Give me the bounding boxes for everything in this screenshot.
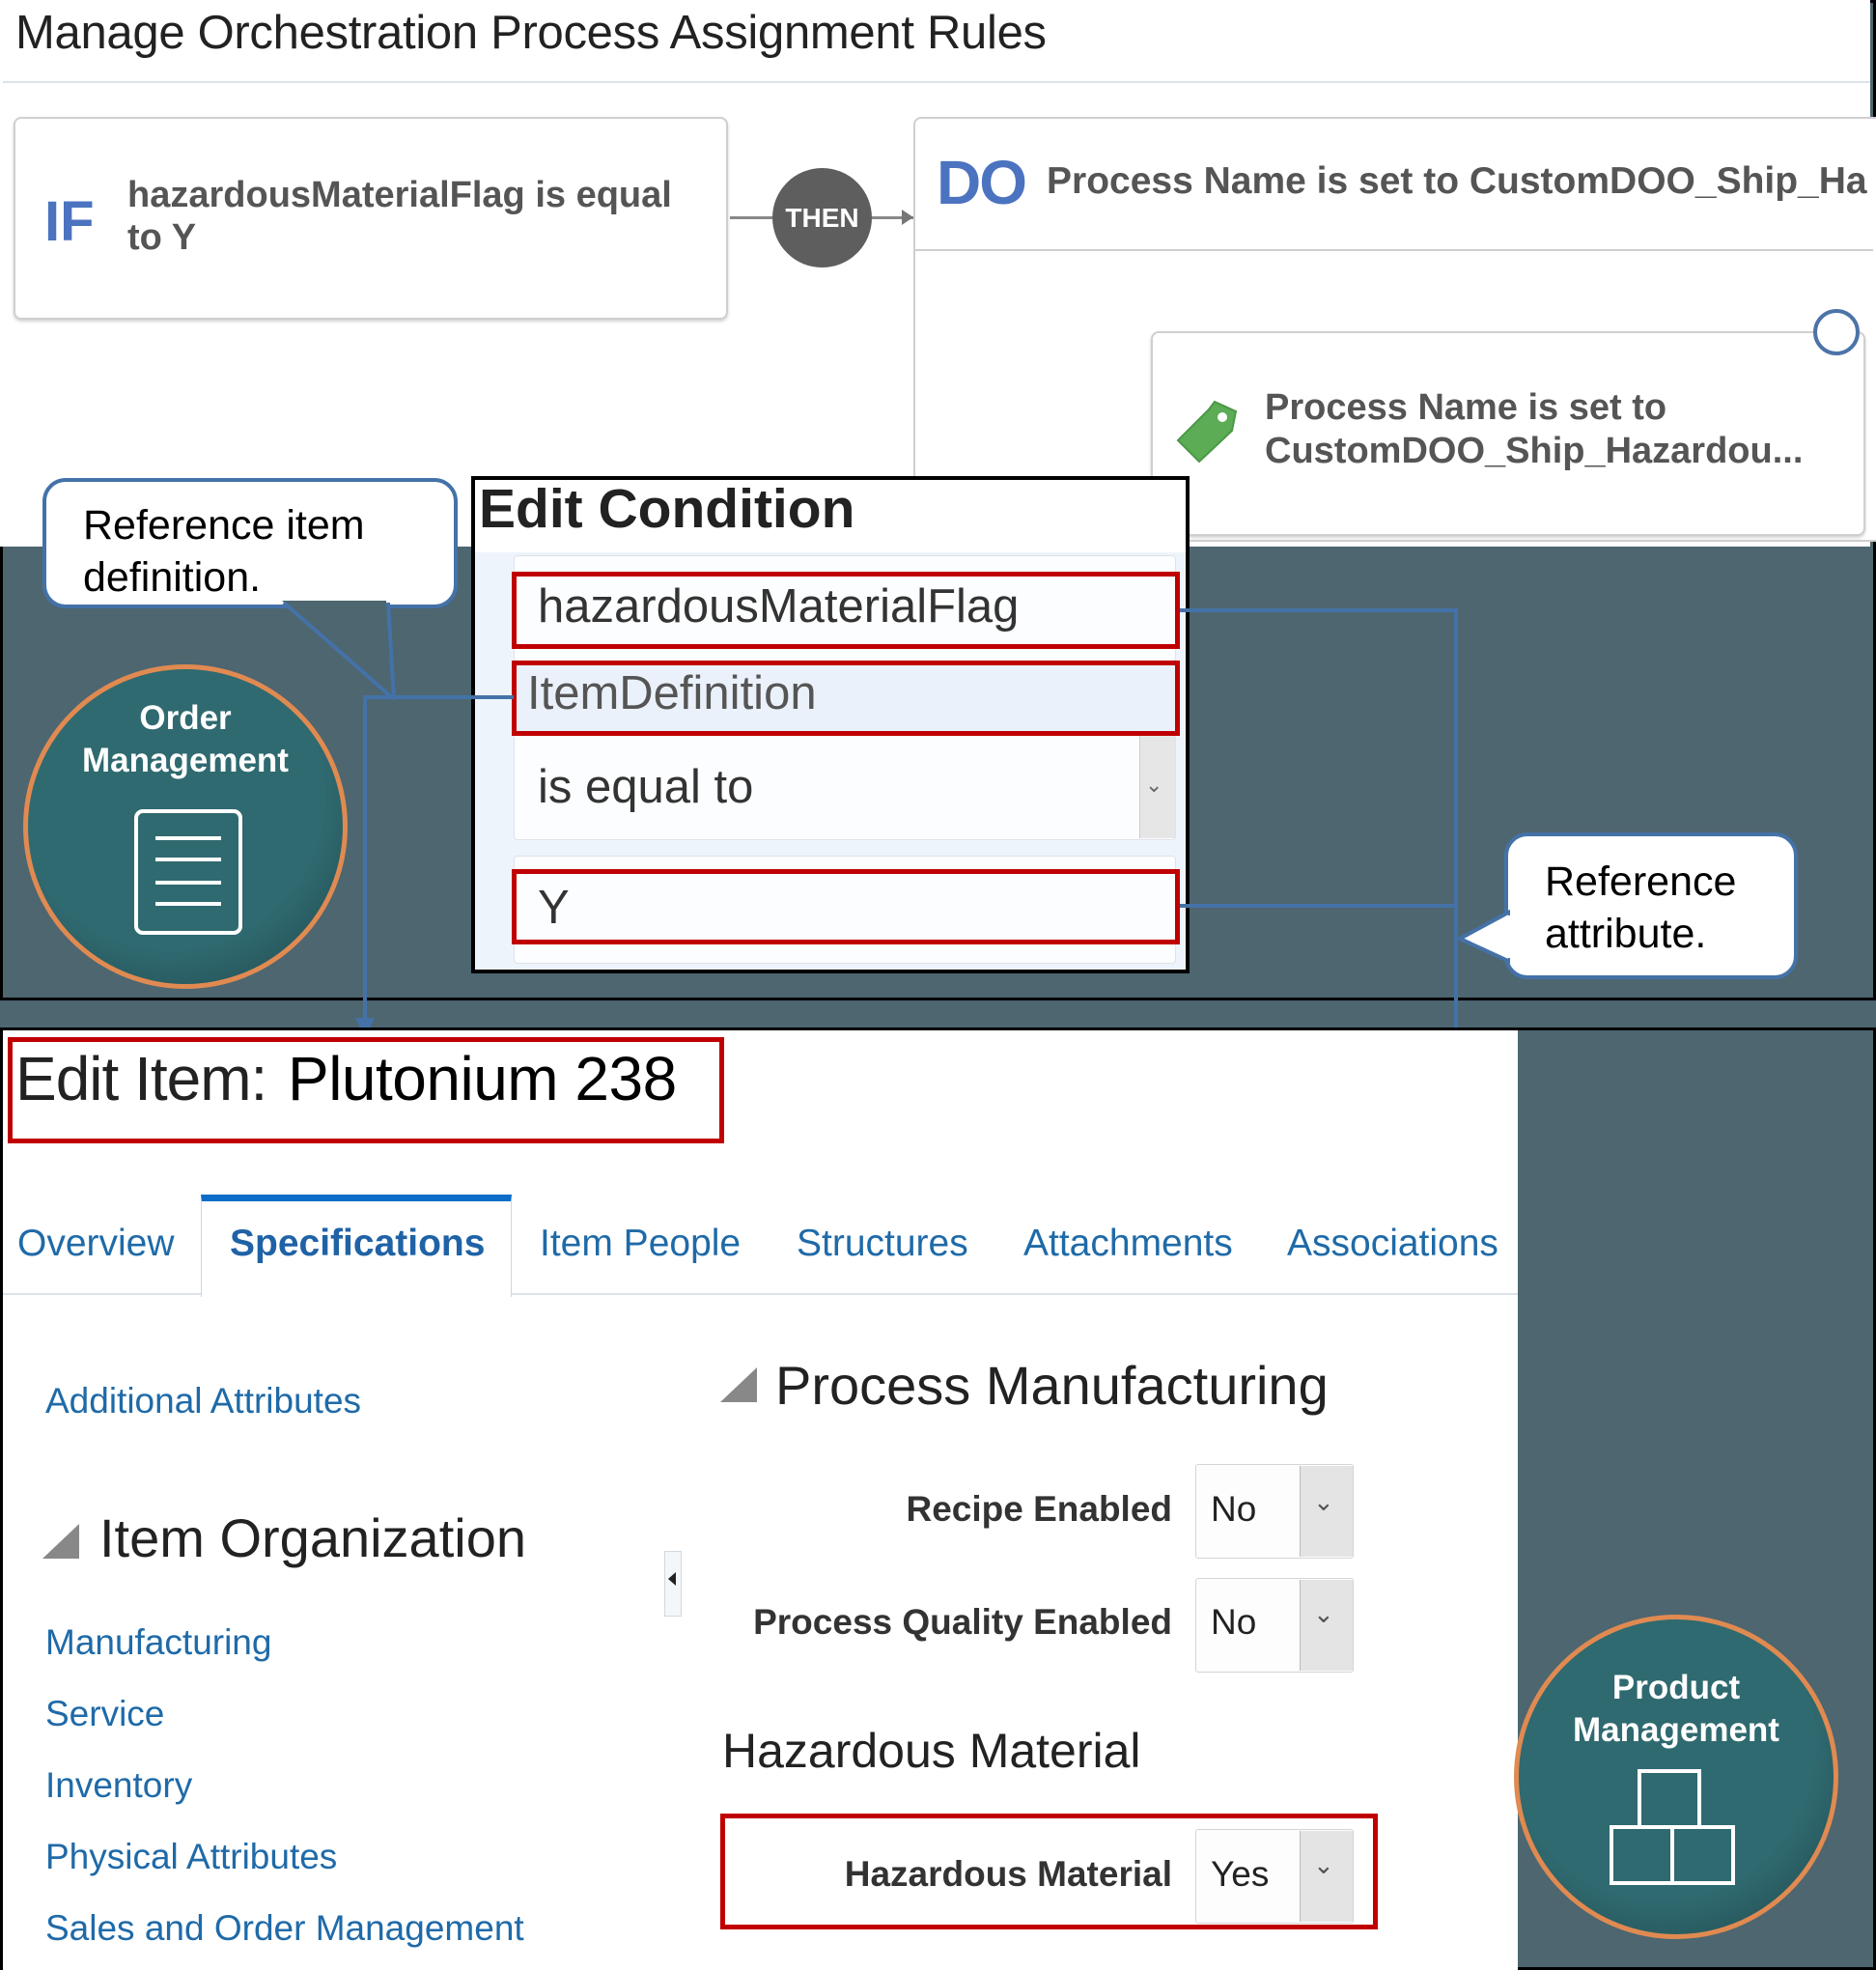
operator-value[interactable]: is equal to bbox=[538, 761, 754, 813]
connector-line bbox=[363, 695, 367, 1024]
tab-active-indicator bbox=[201, 1195, 512, 1297]
tab-item-people[interactable]: Item People bbox=[540, 1223, 742, 1264]
connector-line bbox=[363, 695, 514, 699]
do-keyword: DO bbox=[937, 148, 1027, 217]
page-title-prefix: Edit Item: bbox=[15, 1044, 267, 1113]
highlight-value bbox=[512, 869, 1180, 944]
if-condition-text: hazardousMaterialFlag is equal to Y bbox=[127, 175, 672, 258]
item-name: Plutonium 238 bbox=[288, 1044, 677, 1113]
section-item-organization: Item Organization bbox=[99, 1507, 526, 1568]
process-quality-enabled-value: No bbox=[1211, 1602, 1257, 1642]
tab-attachments[interactable]: Attachments bbox=[1023, 1223, 1233, 1264]
collapse-triangle-icon[interactable] bbox=[42, 1524, 79, 1559]
if-condition-card[interactable] bbox=[14, 117, 728, 320]
callout-item-definition: Reference item definition. bbox=[42, 478, 458, 608]
label-process-quality-enabled: Process Quality Enabled bbox=[753, 1602, 1172, 1642]
highlight-item-title bbox=[8, 1037, 724, 1143]
dialog-title: Edit Condition bbox=[479, 478, 855, 540]
order-management-label: Order Management bbox=[23, 697, 348, 782]
badge-line: Order bbox=[139, 699, 232, 737]
hazardous-material-value: Yes bbox=[1211, 1854, 1270, 1894]
if-keyword: IF bbox=[44, 190, 95, 253]
tabs-divider bbox=[3, 1293, 1518, 1295]
collapse-triangle-icon[interactable] bbox=[720, 1367, 757, 1402]
tab-overview[interactable]: Overview bbox=[17, 1223, 175, 1264]
attribute-source: ItemDefinition bbox=[527, 667, 817, 719]
divider bbox=[3, 81, 1870, 83]
connector-line bbox=[1180, 904, 1458, 908]
divider bbox=[915, 249, 1873, 251]
document-icon bbox=[134, 809, 242, 935]
page-title: Manage Orchestration Process Assignment … bbox=[15, 7, 1047, 59]
badge-line: Management bbox=[82, 742, 289, 779]
collapse-left-icon bbox=[668, 1572, 676, 1586]
dropdown-button[interactable] bbox=[1300, 1831, 1353, 1922]
action-text: Process Name is set to CustomDOO_Ship_Ha… bbox=[1265, 387, 1804, 471]
operator-select[interactable] bbox=[514, 734, 1176, 840]
operator-dropdown-button[interactable] bbox=[1139, 736, 1175, 838]
recipe-enabled-value: No bbox=[1211, 1489, 1257, 1529]
tab-associations[interactable]: Associations bbox=[1287, 1223, 1498, 1264]
arrow-right-icon bbox=[902, 210, 913, 225]
chevron-down-icon: ⌄ bbox=[1313, 1487, 1334, 1516]
connector-line bbox=[1180, 608, 1458, 612]
dropdown-button[interactable] bbox=[1300, 1580, 1353, 1671]
subsection-hazardous-material: Hazardous Material bbox=[722, 1724, 1141, 1778]
add-action-handle[interactable] bbox=[1813, 309, 1860, 355]
callout-pointer bbox=[282, 601, 396, 701]
tag-icon bbox=[1176, 400, 1238, 464]
link-service[interactable]: Service bbox=[45, 1694, 165, 1733]
tab-specifications[interactable]: Specifications bbox=[230, 1223, 486, 1264]
highlight-item-definition bbox=[512, 661, 1180, 736]
dropdown-button[interactable] bbox=[1300, 1466, 1353, 1557]
chevron-down-icon: ⌄ bbox=[1313, 1599, 1334, 1628]
tab-structures[interactable]: Structures bbox=[797, 1223, 968, 1264]
condition-value[interactable]: Y bbox=[538, 882, 570, 934]
action-card[interactable] bbox=[1151, 331, 1865, 536]
product-management-label: Product Management bbox=[1514, 1667, 1838, 1752]
do-summary-text: Process Name is set to CustomDOO_Ship_Ha bbox=[1047, 160, 1867, 202]
callout-attribute: Reference attribute. bbox=[1504, 832, 1798, 979]
label-hazardous-material: Hazardous Material bbox=[844, 1854, 1172, 1894]
boxes-icon bbox=[1610, 1769, 1735, 1885]
link-additional-attributes[interactable]: Additional Attributes bbox=[45, 1381, 362, 1421]
attribute-value[interactable]: hazardousMaterialFlag bbox=[538, 580, 1020, 633]
highlight-hazardous-material bbox=[720, 1814, 1378, 1929]
label-recipe-enabled: Recipe Enabled bbox=[906, 1489, 1172, 1529]
section-process-manufacturing: Process Manufacturing bbox=[775, 1355, 1329, 1416]
link-sales-and-order-management[interactable]: Sales and Order Management bbox=[45, 1908, 524, 1948]
link-manufacturing[interactable]: Manufacturing bbox=[45, 1622, 272, 1662]
chevron-down-icon: ⌄ bbox=[1145, 773, 1163, 797]
badge-line: Management bbox=[1573, 1711, 1779, 1749]
highlight-attribute bbox=[512, 572, 1180, 649]
badge-line: Product bbox=[1611, 1669, 1741, 1706]
link-inventory[interactable]: Inventory bbox=[45, 1765, 193, 1805]
order-management-badge bbox=[23, 664, 348, 989]
link-physical-attributes[interactable]: Physical Attributes bbox=[45, 1837, 338, 1876]
callout-pointer bbox=[1456, 909, 1510, 965]
then-badge: THEN bbox=[772, 168, 872, 267]
chevron-down-icon: ⌄ bbox=[1313, 1850, 1334, 1879]
